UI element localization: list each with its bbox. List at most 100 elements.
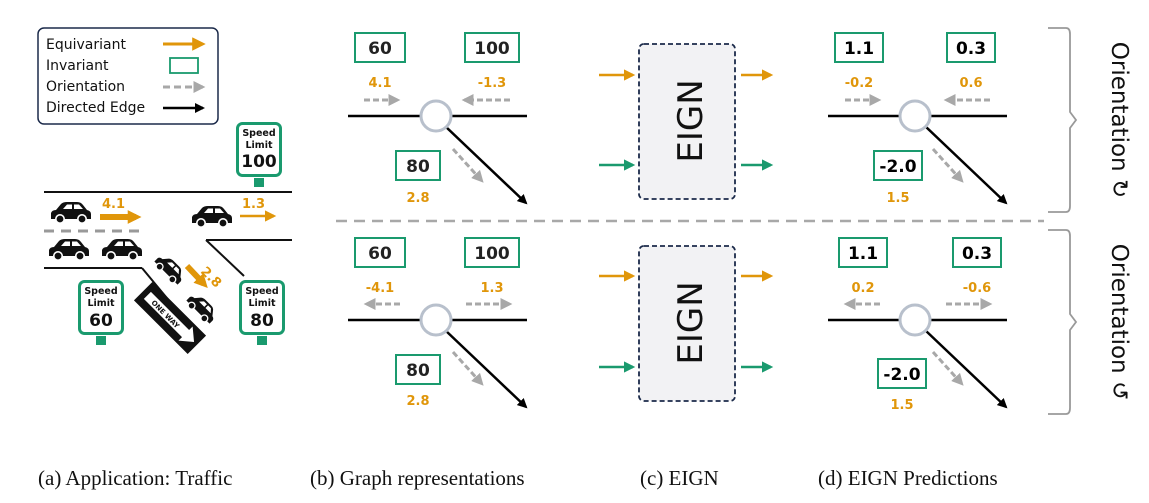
pred-top-left-box: 1.1: [844, 39, 874, 59]
one-way-arrow-icon: [143, 291, 195, 343]
pred-top: 1.1 0.3 -0.2 0.6 -2.0 1.5: [828, 32, 1008, 206]
eign-bottom: EIGN: [599, 245, 774, 402]
caption-a: (a) Application: Traffic: [38, 466, 232, 490]
pred-top-left-flow: -0.2: [845, 76, 873, 91]
legend: Equivariant Invariant Orientation Direct…: [37, 27, 219, 125]
node-box: [354, 237, 406, 268]
orientation-bottom-label: Orientation ↺: [1106, 244, 1132, 400]
speed-sign-right-word2: Limit: [248, 298, 275, 309]
orientation-top: Orientation ↻: [1048, 27, 1132, 213]
speed-sign-right: Speed Limit 80: [239, 280, 285, 346]
orientation-arrow: [451, 350, 484, 386]
eign-top-label: EIGN: [671, 79, 711, 162]
orientation-bottom: Orientation ↺: [1048, 229, 1132, 415]
pred-bottom: 1.1 0.3 0.2 -0.6 -2.0 1.5: [828, 237, 1008, 413]
speed-sign-top-value: 100: [241, 152, 277, 172]
car-icon: [151, 250, 189, 288]
node-box: [838, 237, 888, 268]
pred-bottom-right-box: 0.3: [962, 244, 992, 264]
directed-edge-arrow: [444, 125, 528, 205]
speed-sign-top-word2: Limit: [245, 140, 272, 151]
speed-sign-left-word1: Speed: [84, 286, 117, 297]
orientation-top-label: Orientation ↻: [1106, 42, 1132, 198]
pred-bottom-bottom-flow: 1.5: [890, 398, 913, 413]
traffic-flow-ramp: 2.8: [197, 264, 224, 291]
graph-top-right-box: 100: [474, 39, 510, 59]
speed-sign-right-value: 80: [250, 311, 274, 331]
orientation-bracket: [1048, 229, 1078, 415]
rotate-cw-icon: ↻: [1106, 179, 1132, 198]
pred-bottom-left-flow: 0.2: [851, 281, 874, 296]
graph-node: [898, 303, 932, 337]
eign-block: [638, 245, 736, 402]
pred-bottom-right-flow: -0.6: [963, 281, 991, 296]
car-icon: [48, 238, 90, 261]
legend-label-equivariant: Equivariant: [46, 37, 126, 53]
speed-sign-top: Speed Limit 100: [236, 122, 282, 188]
car-icon: [101, 238, 143, 261]
speed-sign-left-word2: Limit: [87, 298, 114, 309]
eign-block: [638, 43, 736, 200]
graph-top-left-flow: 4.1: [368, 76, 391, 91]
caption-c: (c) EIGN: [640, 466, 719, 490]
pred-top-bottom-flow: 1.5: [886, 191, 909, 206]
node-box: [464, 237, 520, 268]
directed-edge-arrow: [924, 125, 1008, 205]
node-box: [395, 150, 441, 181]
orientation-arrow: [451, 147, 484, 183]
node-box: [464, 32, 520, 63]
node-box: [877, 358, 927, 389]
graph-bottom-right-flow: 1.3: [480, 281, 503, 296]
car-icon: [191, 205, 233, 228]
caption-b: (b) Graph representations: [310, 466, 525, 490]
speed-sign-top-word1: Speed: [242, 128, 275, 139]
node-box: [873, 150, 923, 181]
graph-node: [419, 303, 453, 337]
legend-label-orientation: Orientation: [46, 79, 125, 95]
legend-frame: [37, 27, 219, 125]
node-box: [952, 237, 1002, 268]
legend-label-invariant: Invariant: [46, 58, 109, 74]
speed-sign-left: Speed Limit 60: [78, 280, 124, 346]
pred-top-bottom-box: -2.0: [879, 157, 916, 177]
graph-top-right-flow: -1.3: [478, 76, 506, 91]
ramp-right-edge: [205, 239, 245, 277]
traffic-scene: 4.1 1.3 2.8 ONE WAY Speed Limit 100 Spee…: [44, 122, 292, 355]
graph-bottom-right-box: 100: [474, 244, 510, 264]
graph-node: [898, 99, 932, 133]
eign-top: EIGN: [599, 43, 774, 200]
graph-bottom-bottom-flow: 2.8: [406, 394, 429, 409]
traffic-flow-top: 1.3: [242, 197, 265, 212]
graph-top: 60 100 4.1 -1.3 80 2.8: [348, 32, 528, 206]
pred-top-right-box: 0.3: [956, 39, 986, 59]
graph-bottom-bottom-box: 80: [406, 361, 430, 381]
graph-top-bottom-box: 80: [406, 157, 430, 177]
legend-label-directed-edge: Directed Edge: [46, 100, 145, 116]
traffic-flow-left: 4.1: [102, 197, 125, 212]
orientation-bracket: [1048, 27, 1078, 213]
graph-bottom-left-box: 60: [368, 244, 392, 264]
speed-sign-right-word1: Speed: [245, 286, 278, 297]
node-box: [946, 32, 996, 63]
car-icon: [50, 201, 92, 224]
orientation-arrow: [931, 350, 964, 386]
one-way-sign: ONE WAY: [133, 281, 207, 355]
eign-bottom-label: EIGN: [671, 281, 711, 364]
legend-invariant-box: [169, 57, 199, 74]
speed-sign-left-value: 60: [89, 311, 113, 331]
orientation-arrow: [931, 147, 964, 183]
graph-top-left-box: 60: [368, 39, 392, 59]
graph-bottom-left-flow: -4.1: [366, 281, 394, 296]
graph-node: [419, 99, 453, 133]
graph-top-bottom-flow: 2.8: [406, 191, 429, 206]
pred-bottom-left-box: 1.1: [848, 244, 878, 264]
directed-edge-arrow: [444, 329, 528, 409]
rotate-ccw-icon: ↺: [1106, 381, 1132, 400]
graph-bottom: 60 100 -4.1 1.3 80 2.8: [348, 237, 528, 409]
directed-edge-arrow: [924, 329, 1008, 409]
node-box: [354, 32, 406, 63]
pred-top-right-flow: 0.6: [959, 76, 982, 91]
node-box: [834, 32, 884, 63]
caption-d: (d) EIGN Predictions: [818, 466, 998, 490]
